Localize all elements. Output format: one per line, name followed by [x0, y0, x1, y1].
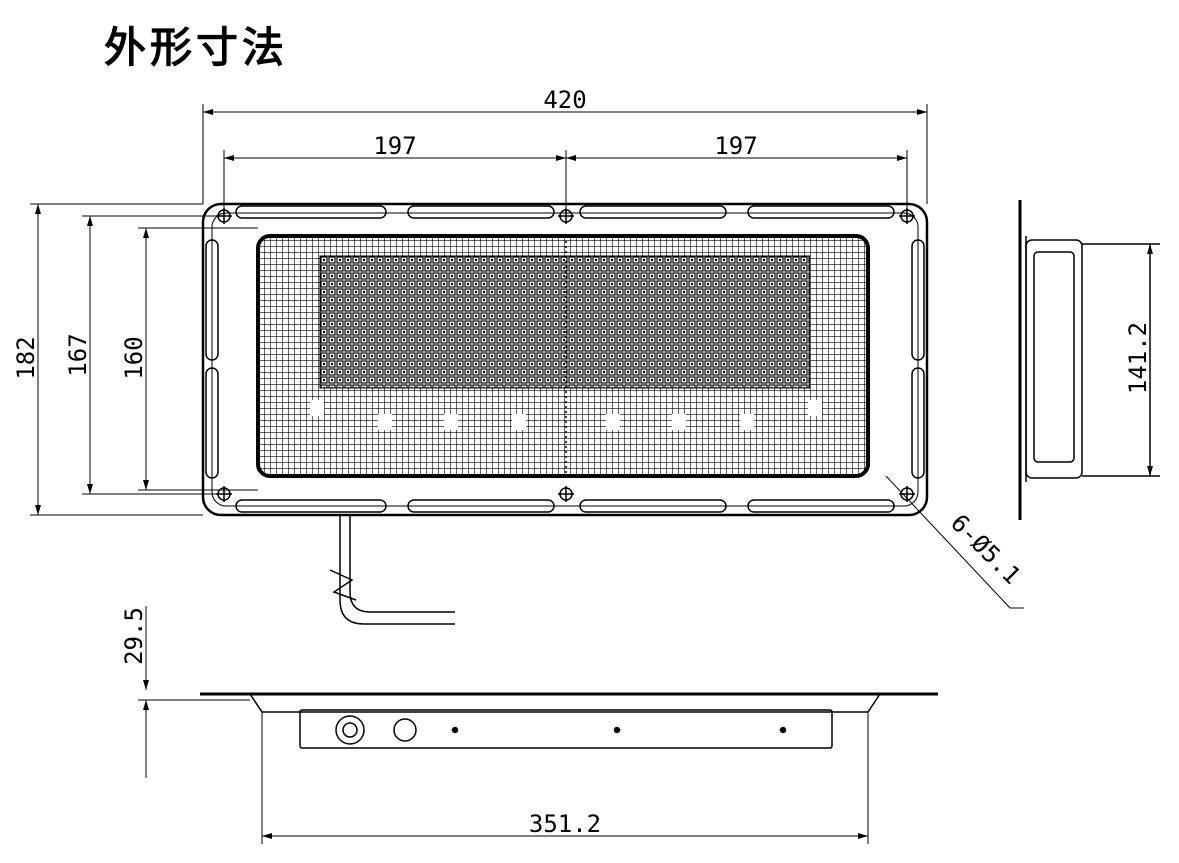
mounting-slots: [205, 205, 925, 513]
dim-overall-height: 182: [12, 336, 40, 379]
led-matrix: [319, 255, 811, 389]
drawing-title: 外形寸法: [104, 23, 289, 72]
dim-inner-height: 160: [120, 336, 148, 379]
dimension-arrows: [35, 109, 927, 515]
cable: [329, 515, 455, 625]
bottom-dimension-lines: [138, 606, 869, 844]
outer-frame: [201, 202, 929, 517]
dim-half-width-right: 197: [714, 132, 757, 160]
dim-body-thickness: 29.5: [120, 607, 148, 665]
bottom-view: [200, 692, 938, 749]
dim-hole-spec: 6-Ø5.1: [945, 509, 1026, 590]
front-view: [201, 202, 929, 625]
dim-body-width: 351.2: [529, 810, 601, 838]
dim-half-width-left: 197: [373, 132, 416, 160]
dim-overall-width: 420: [543, 86, 586, 114]
led-spots: [310, 400, 822, 430]
side-view: [1018, 200, 1160, 520]
dim-side-depth: 141.2: [1124, 322, 1152, 394]
dimension-lines: [30, 104, 1024, 609]
dim-hole-pitch-height: 167: [64, 333, 92, 376]
